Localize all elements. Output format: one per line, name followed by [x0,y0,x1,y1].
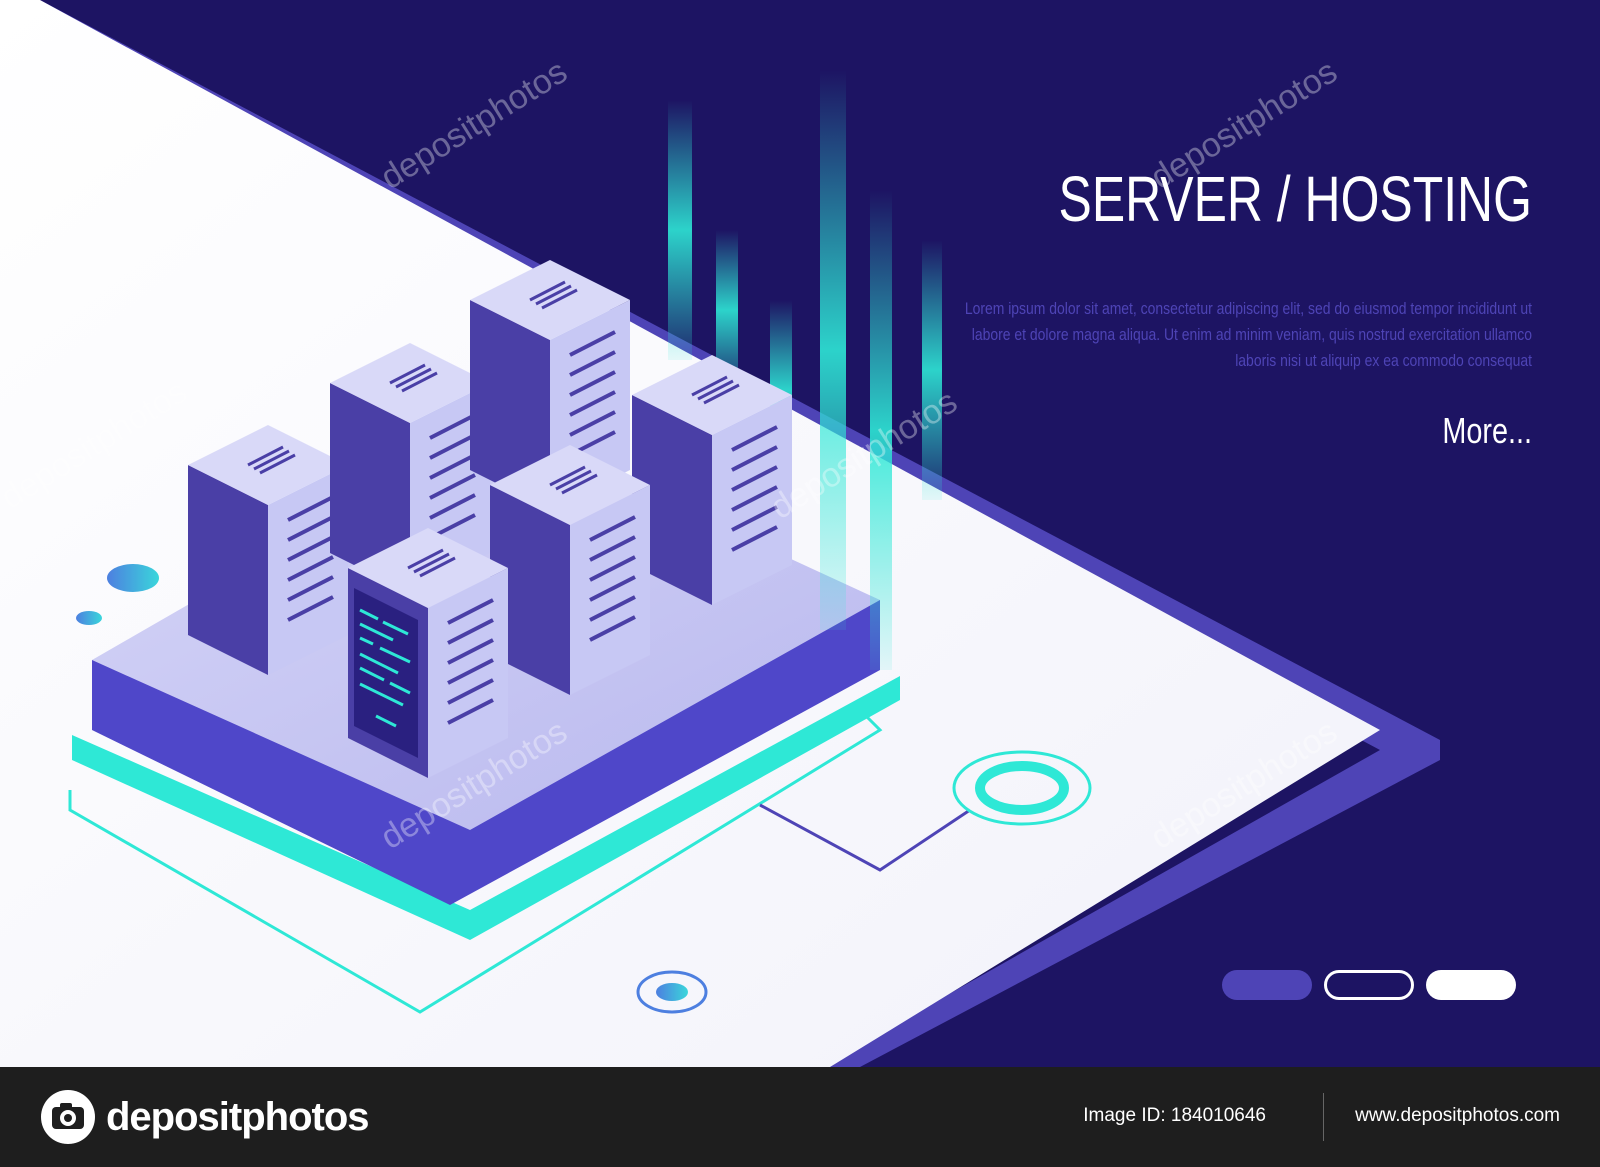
svg-text:depositphotos: depositphotos [374,52,574,196]
brand-name: depositphotos [106,1094,370,1139]
pager-dot-1[interactable] [1222,970,1312,1000]
pager-dot-2[interactable] [1324,970,1414,1000]
pager-dot-3[interactable] [1426,970,1516,1000]
site-url[interactable]: www.depositphotos.com [1355,1105,1560,1126]
banner-scene: depositphotos depositphotos depositphoto… [0,0,1532,1067]
footer-divider [1323,1093,1324,1141]
more-link[interactable]: More... [1442,410,1532,451]
camera-icon [41,1090,95,1144]
footer-bar: depositphotos Image ID: 184010646 www.de… [0,1067,1600,1167]
description-text: Lorem ipsum dolor sit amet, consectetur … [964,299,1532,370]
image-id-label: Image ID: 184010646 [1083,1105,1266,1126]
brand-logo[interactable]: depositphotos [40,1089,370,1145]
isometric-server-illustration: depositphotos depositphotos depositphoto… [0,0,1440,1067]
page-title: SERVER / HOSTING [1058,163,1532,235]
slide-pager [1222,970,1516,1000]
